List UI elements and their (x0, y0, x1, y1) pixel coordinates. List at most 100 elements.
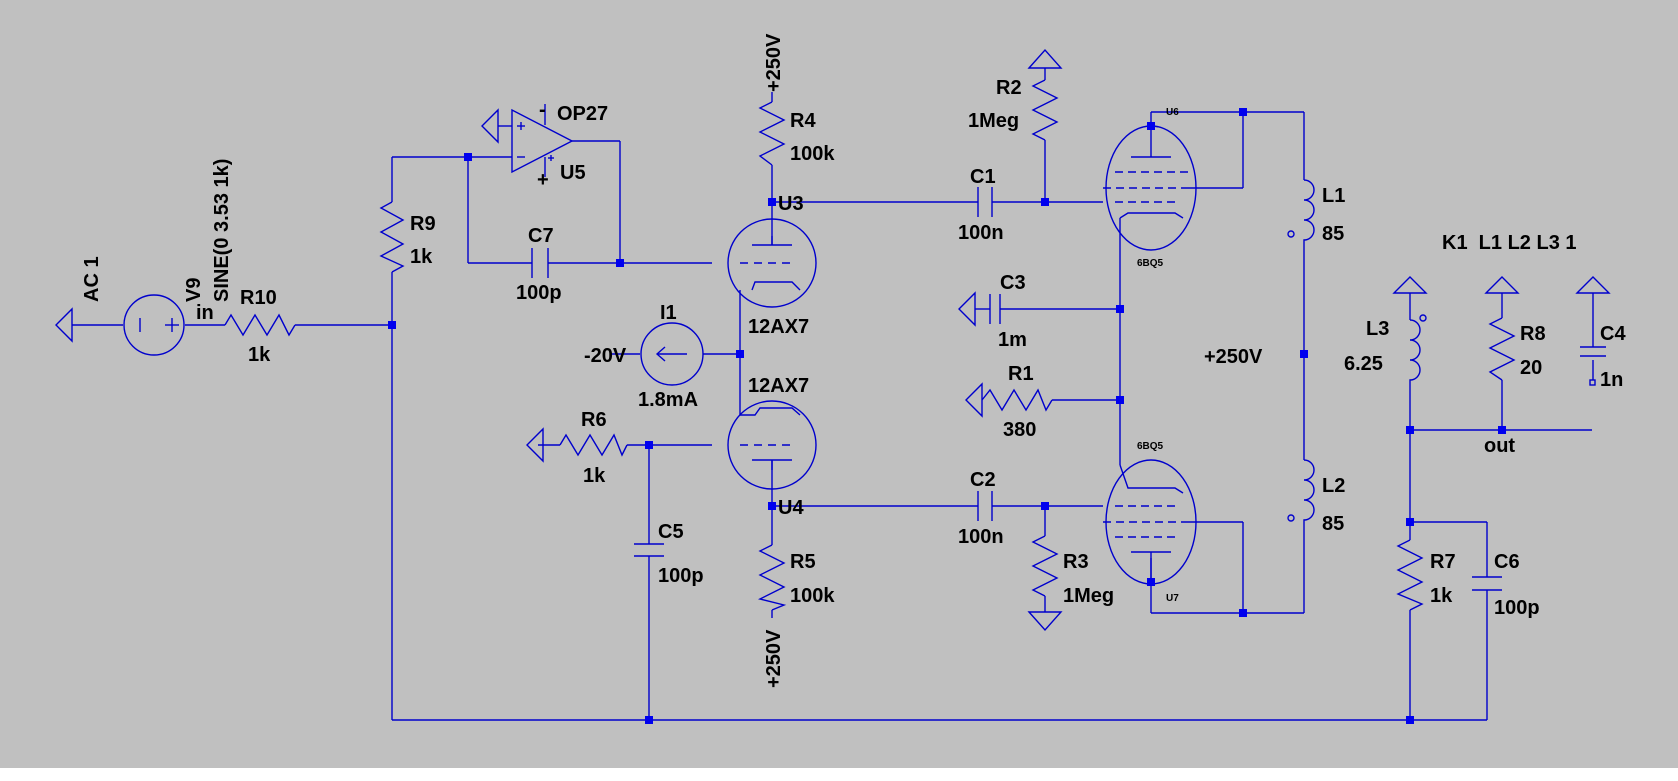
resistor-R5[interactable] (757, 544, 787, 611)
ground-icon (55, 307, 73, 343)
ground-icon (1392, 276, 1428, 294)
R10-name: R10 (240, 287, 277, 309)
L1-name: L1 (1322, 185, 1345, 207)
pentode-U7[interactable] (1103, 459, 1197, 585)
opamp-plus-sign: + (537, 169, 549, 191)
U4-ref: U4 (778, 497, 804, 519)
U6-model: 6BQ5 (1137, 258, 1164, 269)
C2-value: 100n (958, 526, 1004, 548)
triode-U4[interactable] (727, 400, 817, 490)
capacitor-C4[interactable] (1580, 346, 1606, 386)
L2-name: L2 (1322, 475, 1345, 497)
resistor-R3[interactable] (1031, 535, 1059, 597)
ground-icon (1027, 48, 1063, 69)
R2-value: 1Meg (968, 110, 1019, 132)
opamp-minus-sign: - (539, 99, 546, 121)
C1-name: C1 (970, 166, 996, 188)
C7-value: 100p (516, 282, 562, 304)
pentode-U6[interactable] (1103, 125, 1197, 251)
R1-value: 380 (1003, 419, 1036, 441)
capacitor-C2[interactable] (977, 491, 993, 521)
L1-value: 85 (1322, 223, 1344, 245)
C5-value: 100p (658, 565, 704, 587)
triode-U3[interactable] (727, 218, 817, 308)
net-label-in: in (196, 302, 214, 324)
R10-value: 1k (248, 344, 271, 366)
C6-value: 100p (1494, 597, 1540, 619)
source-value-label: SINE(0 3.53 1k) (211, 159, 233, 302)
U3-ref: U3 (778, 193, 804, 215)
C7-name: C7 (528, 225, 554, 247)
resistor-R6[interactable] (559, 433, 628, 457)
R6-name: R6 (581, 409, 607, 431)
net-label-out: out (1484, 435, 1515, 457)
supply-mid: +250V (1204, 346, 1263, 368)
R4-value: 100k (790, 143, 835, 165)
resistor-R7[interactable] (1396, 539, 1424, 611)
C3-name: C3 (1000, 272, 1026, 294)
junction-dots (388, 108, 1506, 724)
R9-name: R9 (410, 213, 436, 235)
R8-name: R8 (1520, 323, 1546, 345)
inductor-L2[interactable] (1287, 459, 1315, 525)
ground-icon (481, 108, 499, 144)
capacitor-C3[interactable] (989, 294, 1001, 324)
resistor-R2[interactable] (1031, 79, 1059, 141)
resistor-R10[interactable] (224, 313, 296, 337)
resistor-R1[interactable] (981, 388, 1053, 412)
inductor-L3[interactable] (1409, 314, 1427, 385)
capacitor-C5[interactable] (634, 543, 664, 557)
C4-name: C4 (1600, 323, 1626, 345)
L3-value: 6.25 (1344, 353, 1383, 375)
R5-name: R5 (790, 551, 816, 573)
capacitor-C7[interactable] (531, 248, 549, 278)
source-name-label: V9 (183, 278, 205, 302)
C3-value: 1m (998, 329, 1027, 351)
U7-model: 6BQ5 (1137, 441, 1164, 452)
U6-ref: U6 (1166, 107, 1179, 118)
C2-name: C2 (970, 469, 996, 491)
U3-model: 12AX7 (748, 316, 809, 338)
inductor-L1[interactable] (1287, 179, 1315, 245)
ground-icon (1575, 276, 1611, 294)
C1-value: 100n (958, 222, 1004, 244)
ground-icon (526, 427, 544, 463)
ground-icon (1484, 276, 1520, 294)
C5-name: C5 (658, 521, 684, 543)
R3-name: R3 (1063, 551, 1089, 573)
I1-name: I1 (660, 302, 677, 324)
U7-ref: U7 (1166, 593, 1179, 604)
resistor-R4[interactable] (758, 101, 786, 166)
opamp-U5[interactable] (498, 104, 574, 177)
U4-model: 12AX7 (748, 375, 809, 397)
spice-directive: K1 L1 L2 L3 1 (1442, 232, 1577, 254)
ground-icon (965, 382, 983, 418)
L3-name: L3 (1366, 318, 1389, 340)
capacitor-C1[interactable] (977, 187, 993, 217)
ground-symbols (55, 48, 1611, 632)
I1-net: -20V (584, 345, 627, 367)
voltage-source-V9[interactable] (123, 294, 185, 356)
current-source-I1[interactable] (640, 322, 704, 386)
R8-value: 20 (1520, 357, 1542, 379)
R1-name: R1 (1008, 363, 1034, 385)
resistor-R9[interactable] (379, 201, 405, 273)
R3-value: 1Meg (1063, 585, 1114, 607)
I1-value: 1.8mA (638, 389, 698, 411)
R4-name: R4 (790, 110, 816, 132)
supply-top: +250V (763, 33, 785, 92)
resistor-R8[interactable] (1488, 317, 1516, 381)
ground-icon (958, 291, 976, 327)
capacitor-C6[interactable] (1472, 576, 1502, 591)
R7-value: 1k (1430, 585, 1453, 607)
C6-name: C6 (1494, 551, 1520, 573)
opamp-model: OP27 (557, 103, 608, 125)
opamp-ref: U5 (560, 162, 586, 184)
supply-bottom: +250V (763, 629, 785, 688)
R2-name: R2 (996, 77, 1022, 99)
L2-value: 85 (1322, 513, 1344, 535)
source-ac-label: AC 1 (81, 256, 103, 302)
labels: AC 1 V9 SINE(0 3.53 1k) in R10 1k R9 1k … (81, 33, 1626, 688)
wires (72, 68, 1594, 721)
